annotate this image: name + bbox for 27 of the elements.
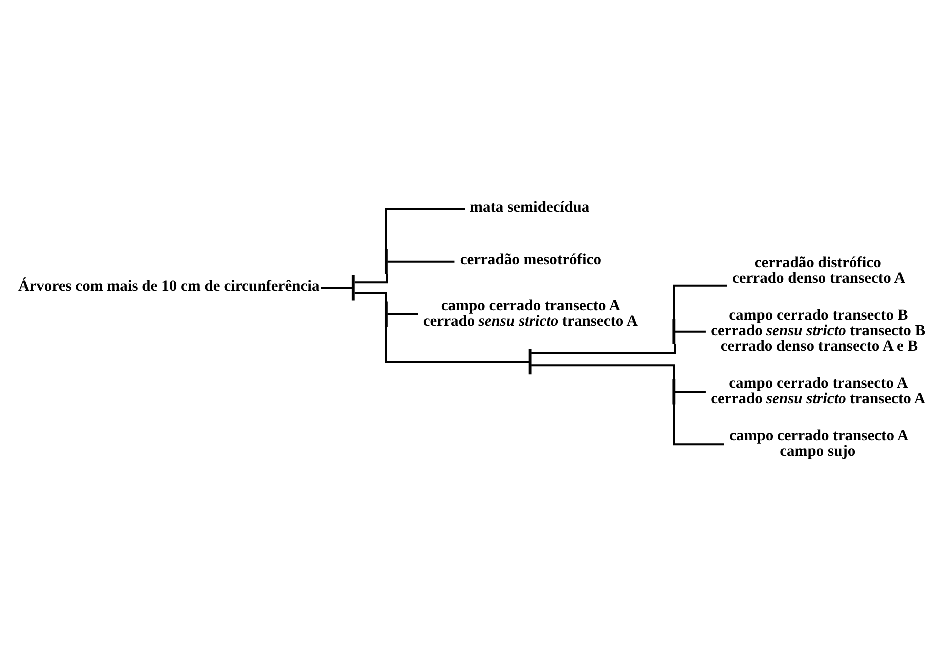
- node-text: campo cerrado transecto A cerrado sensu stricto transecto A: [711, 374, 926, 408]
- node-bar: [385, 248, 388, 274]
- connector: [385, 208, 466, 250]
- connector: [354, 292, 388, 302]
- connector: [354, 274, 388, 284]
- node-bar: [352, 274, 355, 300]
- node-text: cerradão distrófico cerrado denso transecto A: [732, 254, 906, 287]
- node-bar: [672, 379, 676, 404]
- connector: [675, 390, 706, 393]
- node-text: mata semidecídua: [470, 198, 590, 216]
- connector: [532, 344, 676, 354]
- node-text: Árvores com mais de 10 cm de circunferência: [18, 277, 320, 294]
- node-text: campo cerrado transecto A campo sujo: [730, 427, 909, 460]
- node-text: campo cerrado transecto A cerrado sensu stricto transecto A: [423, 296, 638, 330]
- node-text: campo cerrado transecto B cerrado sensu stricto transecto B cerrado denso transecto A e B: [711, 306, 926, 355]
- connector: [388, 260, 455, 262]
- node-bar: [672, 318, 676, 344]
- connector: [673, 404, 724, 446]
- connector: [385, 326, 530, 362]
- connector: [675, 330, 706, 332]
- connector: [321, 286, 352, 289]
- connector: [673, 284, 728, 319]
- node-text: cerradão mesotrófico: [460, 251, 602, 268]
- node-bar: [385, 301, 388, 326]
- connector: [532, 364, 676, 380]
- node-bar: [528, 348, 532, 374]
- connector: [388, 312, 418, 315]
